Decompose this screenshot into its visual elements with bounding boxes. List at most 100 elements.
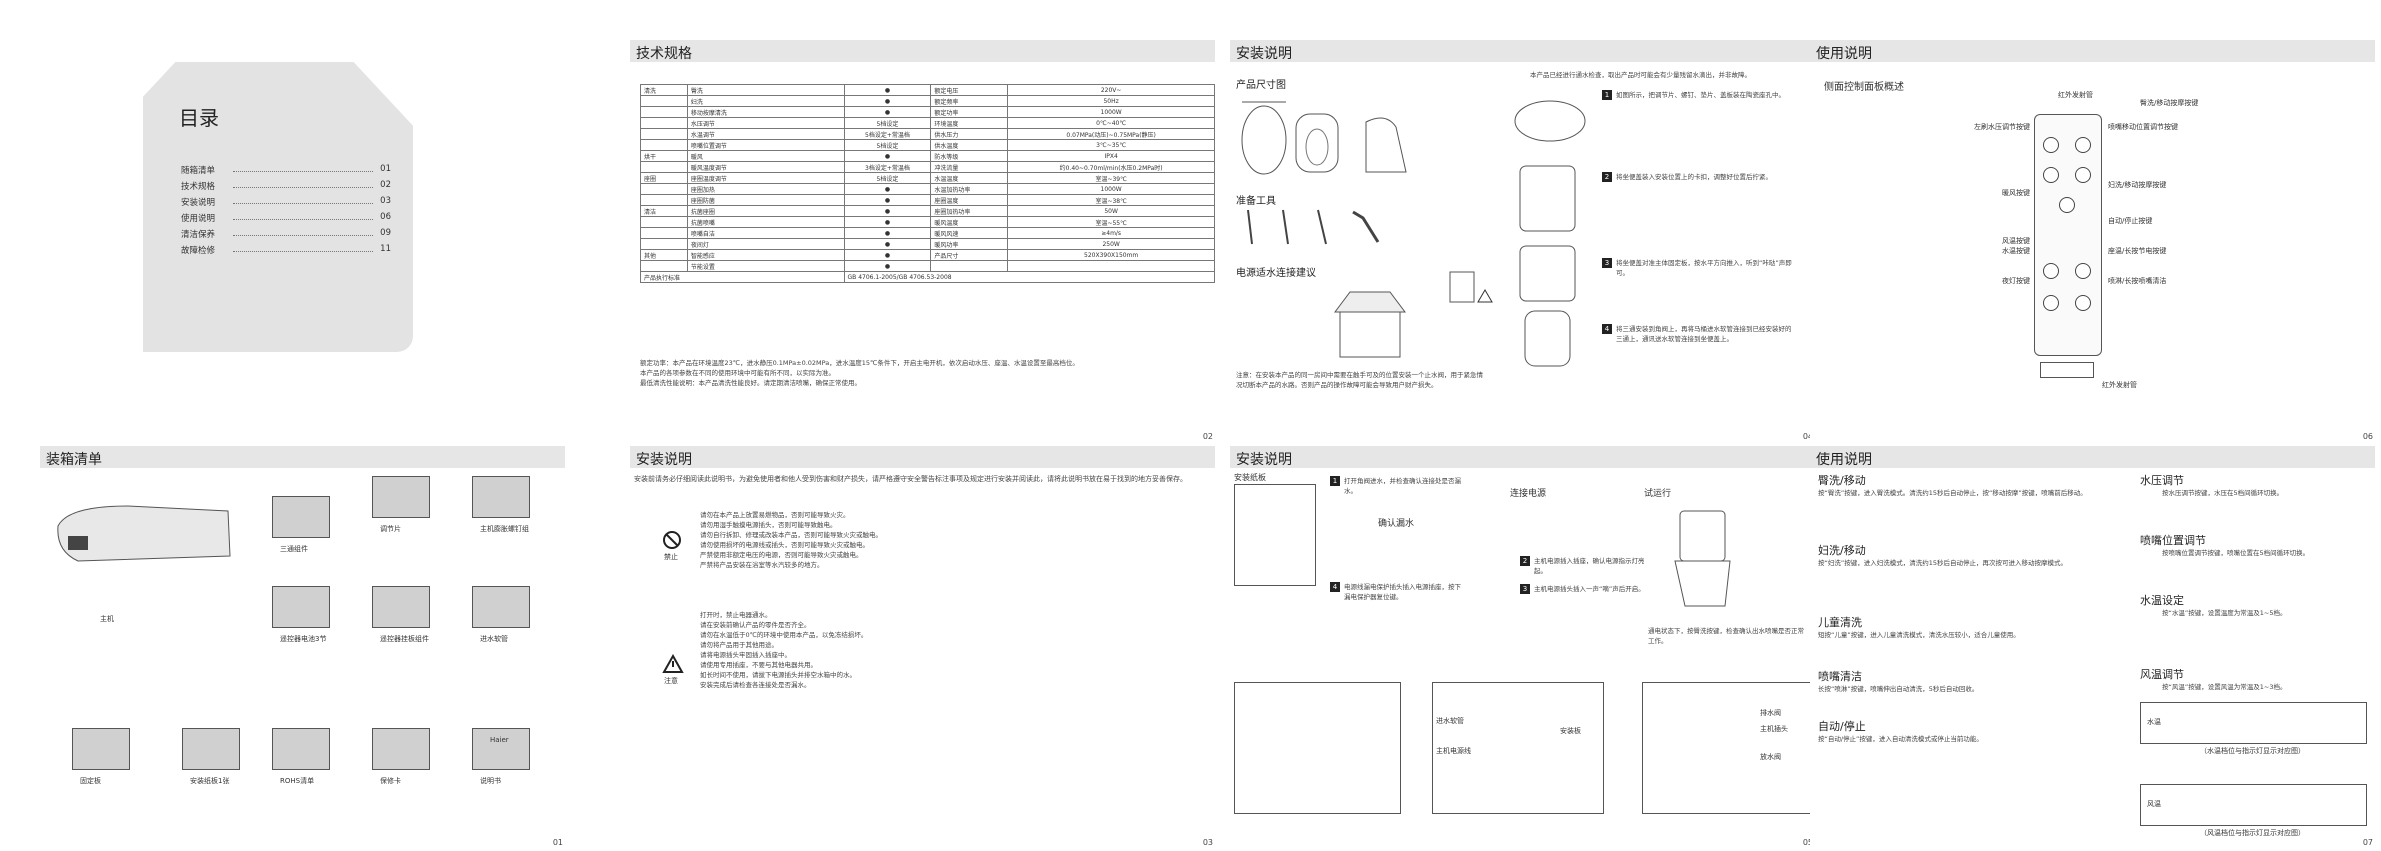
panel-button[interactable] bbox=[2075, 137, 2091, 153]
spec-cell: ● bbox=[843, 84, 932, 96]
page-install-03: 安装说明 安装前请务必仔细阅读此说明书，为避免使用者和他人受到伤害和财产损失，请… bbox=[630, 446, 1215, 851]
page-number: 01 bbox=[552, 838, 563, 847]
section-text: 按喷嘴位置调节按键，喷嘴位置在5档间循环切换。 bbox=[2162, 549, 2310, 557]
attention-label: 注意 bbox=[664, 677, 678, 685]
packing-item-label: 三通组件 bbox=[280, 545, 308, 553]
spec-cell: 座圈温度 bbox=[930, 194, 1009, 206]
spec-row: 喷嘴自洁●暖风风速≥4m/s bbox=[640, 227, 1215, 239]
spec-cell: 节能设置 bbox=[686, 260, 845, 272]
ban-label: 禁止 bbox=[664, 553, 678, 561]
callout-label: 排水阀 bbox=[1760, 709, 1781, 717]
spec-cell bbox=[640, 106, 688, 118]
spec-cell: 妇洗 bbox=[686, 95, 845, 107]
panel-button[interactable] bbox=[2043, 295, 2059, 311]
panel-button[interactable] bbox=[2059, 197, 2075, 213]
spec-cell: 3档设定+常温档 bbox=[843, 161, 932, 173]
page-title: 技术规格 bbox=[636, 46, 692, 62]
panel-label-left: 夜灯按键 bbox=[2002, 277, 2030, 285]
power-title: 电源适水连接建议 bbox=[1236, 268, 1316, 279]
panel-label-left: 水温按键 bbox=[2002, 247, 2030, 255]
page-header: 装箱清单 bbox=[40, 446, 565, 468]
spec-cell: 座圈防菌 bbox=[686, 194, 845, 206]
spec-cell: 额定功率 bbox=[930, 106, 1009, 118]
panel-button[interactable] bbox=[2075, 263, 2091, 279]
step-text: 将坐便盖对准主体固定板，按水平方向推入，听到“咔哒”声即可。 bbox=[1616, 259, 1792, 277]
spec-cell: 520X390X150mm bbox=[1007, 249, 1215, 261]
section-text: 按“妇洗”按键，进入妇洗模式，清洗约15秒后自动停止，再次按可进入移动按摩模式。 bbox=[1818, 559, 2068, 567]
step-text: 电源线漏电保护插头插入电源插座，按下漏电保护器复位键。 bbox=[1344, 583, 1461, 601]
toc-item-label: 故障检修 bbox=[181, 246, 216, 256]
spec-cell: 喷嘴自洁 bbox=[686, 227, 845, 239]
spec-row: 节能设置● bbox=[640, 260, 1215, 272]
panel-button[interactable] bbox=[2075, 167, 2091, 183]
spec-cell: 防水等级 bbox=[930, 150, 1009, 162]
attention-item: 请使用专用插座，不要与其他电器共用。 bbox=[700, 661, 817, 669]
spec-cell: 50W bbox=[1007, 205, 1215, 217]
step-number: 3 bbox=[1520, 584, 1530, 594]
spec-cell: ● bbox=[843, 260, 932, 272]
spec-cell: 水温调节 bbox=[686, 128, 845, 140]
manual-brand: Haier bbox=[490, 736, 509, 744]
label-bottom-ir: 红外发射管 bbox=[2102, 381, 2137, 389]
spec-cell: 抗菌座圈 bbox=[686, 205, 845, 217]
page-packing-list: 装箱清单 主机三通组件调节片主机膨胀螺钉组遥控器电池3节遥控器挂板组件进水软管固… bbox=[40, 446, 565, 851]
toc-leader bbox=[233, 235, 373, 236]
item-illustration bbox=[272, 586, 330, 628]
spec-cell: 清洁 bbox=[640, 205, 688, 217]
section-heading: 儿童清洗 bbox=[1818, 616, 1862, 629]
spec-cell: ● bbox=[843, 150, 932, 162]
spec-cell: ● bbox=[843, 216, 932, 228]
panel-label-left: 左刷水压调节按键 bbox=[1974, 123, 2030, 131]
spec-cell: 约0.40~0.70ml/min(水压0.2MPa时) bbox=[1007, 161, 1215, 173]
spec-note: 本产品的各项参数在不同的使用环境中可能有所不同，以实际为准。 bbox=[640, 369, 835, 377]
spec-cell: 额定电压 bbox=[930, 84, 1009, 96]
spec-note: 额定功率：本产品在环境温度23℃，进水静压0.1MPa±0.02MPa，进水温度… bbox=[640, 359, 1079, 367]
tools-drawing bbox=[1247, 209, 1380, 245]
spec-cell: 供水压力 bbox=[930, 128, 1009, 140]
panel-button[interactable] bbox=[2075, 295, 2091, 311]
spec-cell: ≥4m/s bbox=[1007, 227, 1215, 239]
toc-leader bbox=[233, 203, 373, 204]
spec-cell: 水温加热功率 bbox=[930, 183, 1009, 195]
spec-cell: 1000W bbox=[1007, 183, 1215, 195]
item-illustration bbox=[272, 728, 330, 770]
item-illustration bbox=[272, 496, 330, 538]
page-install-04: 安装说明 产品尺寸图 准备工具 电源适水连接建议 注意：在安装本产品的同一房间中… bbox=[1230, 40, 1815, 445]
step-text: 打开角阀进水，并检查确认连接处是否漏水。 bbox=[1344, 477, 1461, 495]
spec-cell: 5档设定 bbox=[843, 117, 932, 129]
attention-item: 请勿在水温低于0℃的环境中使用本产品，以免冻结损坏。 bbox=[700, 631, 868, 639]
section-heading: 臀洗/移动 bbox=[1818, 474, 1866, 487]
packing-item-label: 固定板 bbox=[80, 777, 101, 785]
spec-cell: 3℃~35℃ bbox=[1007, 139, 1215, 151]
size-title: 产品尺寸图 bbox=[1236, 80, 1286, 91]
panel-button[interactable] bbox=[2043, 263, 2059, 279]
panel-label-right: 喷淋/长按喷嘴清洁 bbox=[2108, 277, 2167, 285]
spec-cell: 220V~ bbox=[1007, 84, 1215, 96]
step-number: 4 bbox=[1330, 582, 1340, 592]
toc-item-page: 06 bbox=[380, 212, 391, 222]
spec-cell: 抗菌喷嘴 bbox=[686, 216, 845, 228]
spec-cell: 产品尺寸 bbox=[930, 249, 1009, 261]
toc-leader bbox=[233, 171, 373, 172]
section-text: 按“自动/停止”按键，进入自动清洗模式或停止当前功能。 bbox=[1818, 735, 1983, 743]
toc-item-label: 随箱清单 bbox=[181, 166, 216, 176]
spec-cell: 1000W bbox=[1007, 106, 1215, 118]
spec-cell: 座圈温度调节 bbox=[686, 172, 845, 184]
label-leak: 确认漏水 bbox=[1378, 519, 1415, 529]
spec-cell: 50Hz bbox=[1007, 95, 1215, 107]
section-text: 按“水温”按键，设置温度为常温及1~5档。 bbox=[2162, 609, 2287, 617]
page-title: 安装说明 bbox=[1236, 46, 1292, 62]
panel-button[interactable] bbox=[2043, 137, 2059, 153]
side-control-panel bbox=[2034, 114, 2102, 356]
panel-button[interactable] bbox=[2043, 167, 2059, 183]
